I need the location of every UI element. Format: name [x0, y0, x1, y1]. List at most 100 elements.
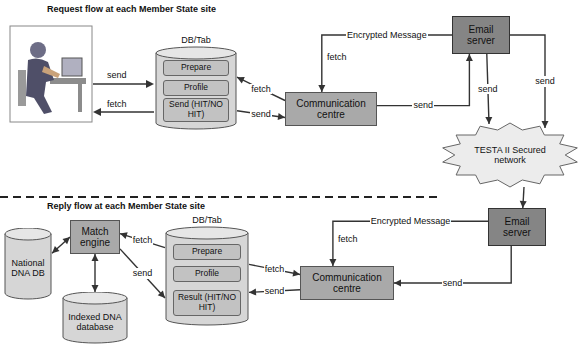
db-cylinder: Indexed DNA database — [62, 292, 128, 344]
edge-label: send — [477, 84, 499, 94]
arrow-head — [329, 259, 336, 266]
arrow-head — [63, 237, 71, 244]
edge-label: send — [534, 76, 556, 86]
db-row: Prepare — [173, 244, 241, 260]
monitor — [62, 58, 82, 76]
cylinder-top — [166, 227, 248, 239]
edge-label: fetch — [264, 264, 286, 274]
edge-label: send — [250, 109, 272, 119]
flow-connector — [520, 187, 527, 208]
arrow-head — [93, 108, 101, 116]
edge-label: Encrypted Message — [370, 216, 452, 226]
cylinder-body — [156, 53, 236, 129]
process-box: Communication centre — [285, 92, 377, 126]
cylinder-top — [156, 47, 236, 59]
edge-label: send — [442, 278, 464, 288]
cylinder-body — [63, 298, 127, 343]
person-head — [30, 42, 46, 58]
cylinder-top — [63, 292, 127, 304]
edge-label: send — [264, 286, 286, 296]
arrow-head — [318, 85, 325, 92]
arrow-head — [92, 285, 99, 292]
node-label: Send (HIT/NO HIT) — [166, 100, 226, 120]
db-cylinder: DB/TabPrepareProfileResult (HIT/NO HIT) — [165, 214, 249, 326]
node-label: Prepare — [181, 63, 211, 73]
arrow-head — [394, 280, 401, 287]
server-box: Email server — [452, 16, 510, 54]
connector-line — [333, 221, 488, 266]
db-cylinder: National DNA DB — [4, 228, 52, 300]
officer-illustration — [18, 42, 86, 114]
process-box: Match engine — [70, 220, 120, 254]
connector-line — [377, 54, 469, 106]
flow-connector — [52, 237, 70, 253]
flow-connector — [92, 254, 99, 292]
node-label: Profile — [184, 83, 208, 93]
connector-line — [249, 264, 300, 274]
arrow-head — [120, 232, 128, 239]
db-row: Result (HIT/NO HIT) — [173, 290, 241, 316]
desk — [50, 78, 86, 84]
node-label: TESTA II Secured network — [468, 145, 552, 166]
node-label: Indexed DNA database — [65, 312, 125, 333]
arrow-head — [237, 77, 245, 83]
node-heading: DB/Tab — [165, 214, 249, 226]
cylinder-body — [166, 233, 248, 325]
node-label: Match engine — [74, 226, 116, 249]
flow-label: send — [106, 70, 128, 80]
person-body — [26, 58, 54, 114]
flow-connector — [120, 249, 165, 298]
node-label: Communication centre — [289, 98, 373, 121]
cylinder-top — [5, 228, 51, 240]
flow-connector — [249, 264, 300, 276]
arrow-head — [92, 254, 99, 261]
officer-send-arrow — [93, 83, 147, 84]
arrow-head — [293, 270, 301, 277]
chair — [18, 70, 26, 106]
node-label: Email server — [492, 216, 542, 239]
node-label: Communication centre — [304, 272, 390, 295]
edge-label: send — [412, 100, 434, 110]
db-cylinder: DB/TabPrepareProfileSend (HIT/NO HIT) — [155, 34, 237, 130]
node-heading: DB/Tab — [155, 34, 237, 46]
server-box: Email server — [488, 208, 546, 246]
db-row: Send (HIT/NO HIT) — [163, 98, 229, 122]
db-row: Prepare — [163, 60, 229, 76]
person-arm — [42, 66, 60, 78]
edge-label: fetch — [250, 84, 272, 94]
starburst-shape — [443, 123, 578, 187]
arrow-head — [158, 291, 165, 299]
node-label: Email server — [456, 24, 506, 47]
db-row: Profile — [173, 266, 241, 282]
connector-line — [52, 237, 70, 253]
node-label: National DNA DB — [7, 258, 49, 279]
arrow-head — [52, 246, 60, 253]
node-label: Prepare — [192, 247, 222, 257]
illustration-frame — [10, 26, 92, 122]
flow-divider — [0, 196, 438, 198]
arrow-head — [485, 117, 492, 124]
arrow-head — [278, 113, 285, 120]
connector-line — [322, 35, 452, 92]
connector-line — [237, 77, 285, 100]
arrow-head — [520, 201, 527, 208]
db-row: Profile — [163, 80, 229, 96]
flow-connector — [377, 54, 473, 106]
node-label: Profile — [195, 269, 219, 279]
arrow-head — [249, 289, 256, 296]
section-heading: Request flow at each Member State site — [46, 4, 217, 14]
connector-line — [120, 234, 165, 248]
edge-label: fetch — [132, 235, 154, 245]
edge-label: send — [132, 268, 154, 278]
arrow-head — [146, 80, 154, 88]
process-box: Communication centre — [300, 266, 394, 300]
cylinder-body — [5, 234, 51, 299]
flow-label: fetch — [337, 234, 359, 244]
flow-label: fetch — [326, 52, 348, 62]
node-label: Result (HIT/NO HIT) — [176, 293, 238, 313]
flow-label: fetch — [106, 99, 128, 109]
flow-connector — [329, 221, 488, 266]
arrow-head — [466, 54, 473, 61]
arrow-head — [542, 121, 549, 128]
